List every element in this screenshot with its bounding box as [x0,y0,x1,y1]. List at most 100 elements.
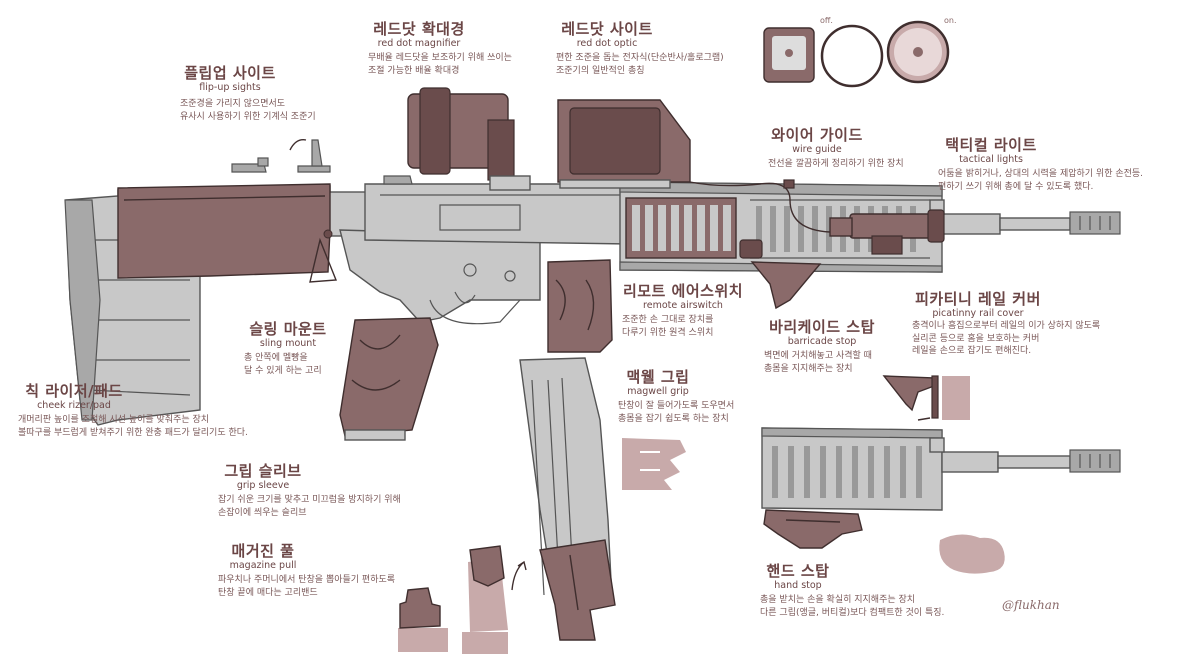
desc-line: 편하기 쓰기 위해 총에 달 수 있도록 했다. [938,181,1094,192]
barricade-stop [750,261,822,310]
wire-guide-title: 와이어 가이드 [771,126,863,144]
upper-receiver [364,183,631,245]
desc-line: 탄창 끝에 매다는 고리밴드 [218,587,318,598]
red-dot-magnifier [407,87,531,191]
mag-pull-title: 매거진 풀 [231,542,295,560]
optic-off-label: off. [820,16,833,25]
flip-up-sight-folded [383,175,413,185]
red-dot-description: 편한 조준을 돕는 전자식(단순반사/홀로그램) 조준기의 일반적인 총칭 [556,48,724,77]
desc-line: 조절 가능한 배율 확대경 [368,65,460,76]
desc-line: 실리콘 등으로 홈을 보호하는 커버 [912,333,1040,344]
magazine-pull [539,539,616,641]
flip-up-title: 플립업 사이트 [184,64,276,82]
artist-signature: @flukhan [1002,598,1060,612]
hand-stop-swatch [939,534,1005,574]
desc-line: 총 안쪽에 멜빵을 [244,353,308,363]
tactical-light-description: 어둠을 밝히거나, 상대의 시력을 제압하기 위한 손전등. 편하기 쓰기 위해 … [938,164,1143,193]
label-sling-mount: 슬링 마운트 sling mount [238,320,338,350]
desc-line: 전선을 깔끔하게 정리하기 위한 장치 [768,159,904,169]
label-rail-cover: 피카티니 레일 커버 picatinny rail cover [908,290,1048,320]
desc-line: 탄창이 잘 들어가도록 도우면서 [618,401,735,411]
barricade-stop-subtitle: barricade stop [787,336,857,347]
remote-switch-title: 리모트 에어스위치 [622,282,744,300]
flip-up-subtitle: flip-up sights [199,82,261,93]
mag-pull-subtitle: magazine pull [229,560,297,571]
label-hand-stop: 핸드 스탑 hand stop [758,562,838,592]
barricade-stop-title: 바리케이드 스탑 [769,318,875,336]
optic-detail [763,20,950,88]
desc-line: 벽면에 거치해놓고 사격할 때 [764,351,872,361]
red-dot-subtitle: red dot optic [576,38,638,49]
label-red-dot-optic: 레드닷 사이트 red dot optic [552,20,662,50]
label-magazine-pull: 매거진 풀 magazine pull [218,542,308,572]
wire-guide-subtitle: wire guide [792,144,842,155]
desc-line: 다루기 위한 원격 스위치 [622,327,714,338]
label-magwell-grip: 맥웰 그립 magwell grip [618,368,698,398]
magwell-grip-title: 맥웰 그립 [626,368,690,386]
magwell-grip-subtitle: magwell grip [627,386,689,397]
desc-line: 다른 그립(앵글, 버티컬)보다 컴팩트한 것이 특징. [760,607,945,618]
desc-line: 개머리판 높이를 조절해 시선 높이를 맞춰주는 장치 [18,415,210,425]
cheek-riser [117,183,331,279]
handguard-detail [761,427,1121,549]
desc-line: 조준기의 일반적인 총칭 [556,65,645,76]
desc-line: 어둠을 밝히거나, 상대의 시력을 제압하기 위한 손전등. [938,169,1144,179]
optic-on-label: on. [944,16,957,25]
label-remote-airswitch: 리모트 에어스위치 remote airswitch [618,282,748,312]
desc-line: 충격이나 흠집으로부터 레일의 이가 상하지 않도록 [912,321,1101,331]
hand-stop [763,509,863,549]
desc-line: 편한 조준을 돕는 전자식(단순반사/홀로그램) [556,53,724,63]
tactical-light-title: 택티컬 라이트 [945,136,1037,154]
rail-cover-subtitle: picatinny rail cover [932,308,1024,319]
desc-line: 총몸을 지지해주는 장치 [764,363,853,374]
label-tactical-lights: 택티컬 라이트 tactical lights [936,136,1046,166]
grip-sleeve-subtitle: grip sleeve [236,480,290,491]
magnifier-title: 레드닷 확대경 [373,20,465,38]
desc-line: 볼따구를 부드럽게 받쳐주기 위한 완충 패드가 달리기도 한다. [18,427,248,438]
desc-line: 총몸을 잡기 쉽도록 하는 장치 [618,413,729,424]
desc-line: 조준경을 가리지 않으면서도 [180,99,286,109]
muzzle [1069,211,1121,235]
hand-stop-subtitle: hand stop [774,580,822,591]
label-grip-sleeve: 그립 슬리브 grip sleeve [218,462,308,492]
desc-line: 무배율 레드닷을 보조하기 위해 쓰이는 [368,53,512,63]
cheek-riser-subtitle: cheek rizer/pad [37,400,111,411]
sling-mount [309,237,338,283]
rail-cover-title: 피카티니 레일 커버 [915,290,1041,308]
lower-receiver [339,229,541,323]
red-dot-optic [557,99,691,189]
cheek-riser-title: 칙 라이저/패드 [25,382,123,400]
rail-cover [625,197,737,259]
desc-line: 유사시 사용하기 위한 기계식 조준기 [180,111,316,122]
barrel [941,213,1001,235]
tactical-light-mounted [829,209,945,255]
sling-mount-subtitle: sling mount [259,338,317,349]
magazine-pull-detail [398,545,527,654]
desc-line: 파우치나 주머니에서 탄창을 뽑아들기 편하도록 [218,575,396,585]
desc-line: 달 수 있게 하는 고리 [244,365,322,376]
desc-line: 총을 받치는 손을 확실히 지지해주는 장치 [760,595,916,605]
label-cheek-riser: 칙 라이저/패드 cheek rizer/pad [14,382,134,412]
grip-sleeve [339,317,439,437]
tactical-light-subtitle: tactical lights [959,154,1023,165]
desc-line: 레일을 손으로 잡기도 편해진다. [912,346,1032,356]
sling-mount-title: 슬링 마운트 [249,320,327,338]
wire-guide-description: 전선을 깔끔하게 정리하기 위한 장치 [768,154,904,171]
desc-line: 조준한 손 그대로 장치를 [622,315,714,325]
label-barricade-stop: 바리케이드 스탑 barricade stop [762,318,882,348]
label-flip-up-sights: 플립업 사이트 flip-up sights [170,64,290,94]
remote-airswitch [739,239,763,259]
wire-guide [689,181,831,233]
grip-sleeve-title: 그립 슬리브 [224,462,302,480]
hand-stop-title: 핸드 스탑 [766,562,830,580]
